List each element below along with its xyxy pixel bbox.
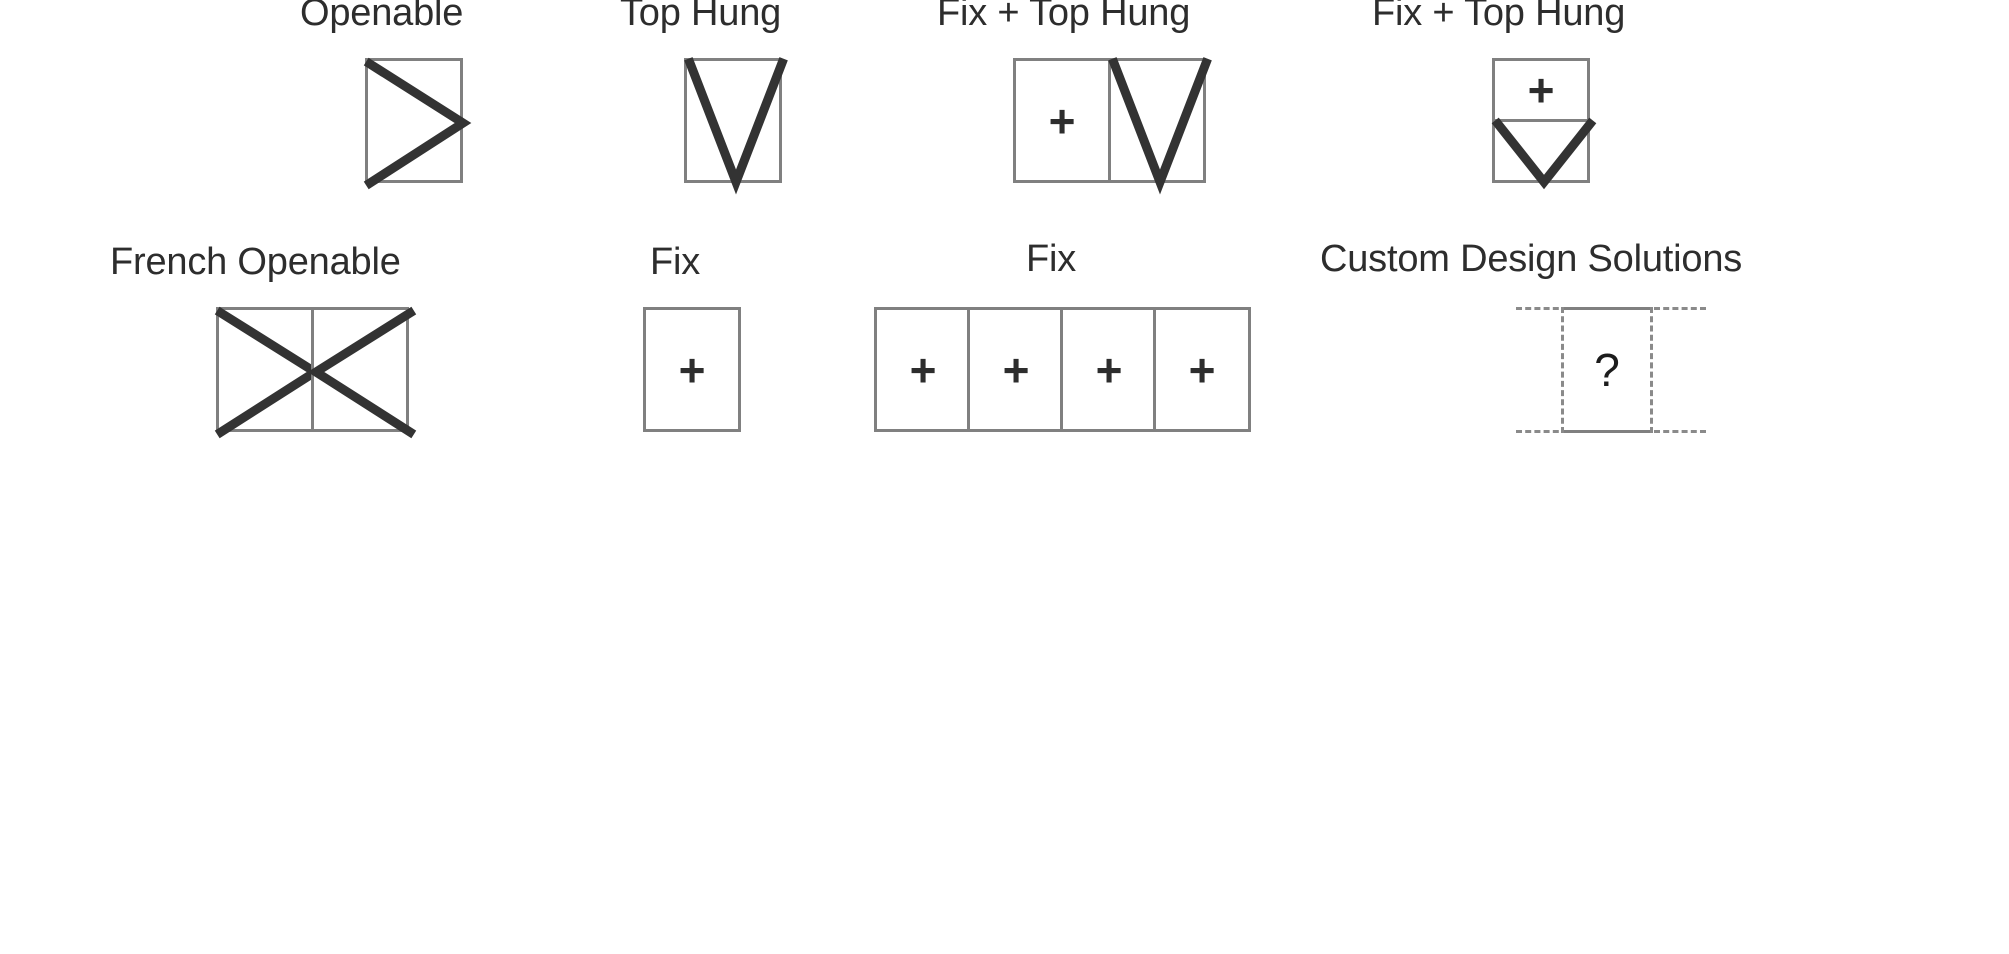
- vee-down-icon: [1108, 57, 1212, 195]
- pane-top-hung-1: [684, 57, 788, 195]
- legend-label-fix-top-hung-vertical: Fix + Top Hung: [1372, 0, 1626, 34]
- chevron-left-icon: [307, 306, 417, 439]
- diagram-fix-quad: + + + +: [874, 307, 1252, 432]
- pane-openable-1: [363, 57, 472, 190]
- pane-fix-quad-2: +: [967, 307, 1065, 432]
- pane-fix-top-hung-h-1: +: [1013, 58, 1111, 183]
- diagram-fix-single: +: [643, 307, 741, 432]
- pane-fix-quad-3: +: [1060, 307, 1158, 432]
- legend-label-top-hung: Top Hung: [620, 0, 782, 34]
- plus-icon: +: [909, 343, 937, 396]
- dashed-left-edge: [1561, 307, 1564, 433]
- plus-icon: +: [1527, 64, 1555, 116]
- question-mark-icon: ?: [1594, 344, 1620, 396]
- legend-label-custom-design-solutions: Custom Design Solutions: [1320, 238, 1743, 280]
- diagram-custom-design-solutions: ?: [1516, 307, 1706, 433]
- pane-fix-quad-1: +: [874, 307, 972, 432]
- legend-label-openable: Openable: [300, 0, 464, 34]
- legend-label-french-openable: French Openable: [110, 241, 401, 283]
- plus-icon: +: [1002, 343, 1030, 396]
- diagram-openable: [363, 57, 472, 190]
- plus-icon: +: [1095, 343, 1123, 396]
- pane-fix-quad-4: +: [1153, 307, 1251, 432]
- chevron-right-icon: [214, 306, 324, 439]
- diagram-fix-top-hung-vertical: +: [1491, 58, 1597, 190]
- plus-icon: +: [1048, 94, 1076, 147]
- legend-label-fix-top-hung-horizontal: Fix + Top Hung: [937, 0, 1191, 34]
- plus-icon: +: [1188, 343, 1216, 396]
- vee-down-icon: [1491, 117, 1597, 190]
- legend-label-fix-single: Fix: [650, 241, 701, 283]
- pane-french-openable-2: [307, 306, 417, 439]
- legend-label-fix-quad: Fix: [1026, 238, 1077, 280]
- plus-icon: +: [678, 343, 706, 396]
- diagram-top-hung: [684, 57, 788, 195]
- diagram-fix-top-hung-horizontal: +: [1013, 57, 1212, 195]
- pane-french-openable-1: [214, 306, 324, 439]
- dashed-right-edge: [1650, 307, 1653, 433]
- vee-down-icon: [684, 57, 788, 195]
- pane-fix-top-hung-h-2: [1108, 57, 1212, 195]
- diagram-french-openable: [214, 306, 417, 439]
- pane-bottom-edge: [1561, 430, 1653, 433]
- pane-top-edge: [1561, 307, 1653, 310]
- pane-fix-top-hung-v-2: [1491, 117, 1597, 190]
- pane-fix-top-hung-v-1: +: [1492, 58, 1590, 122]
- pane-fix-single-1: +: [643, 307, 741, 432]
- chevron-right-icon: [363, 57, 472, 190]
